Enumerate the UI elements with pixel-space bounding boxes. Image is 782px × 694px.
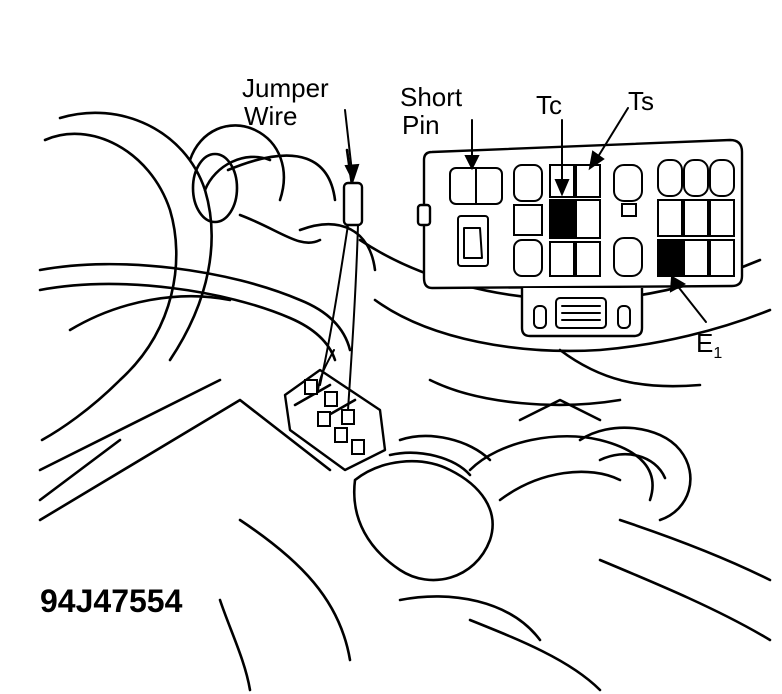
short-pin-label-line1: Short (400, 82, 463, 112)
e1-label-main: E (696, 328, 713, 358)
callout-arrows (344, 107, 707, 323)
tc-label: Tc (536, 90, 562, 120)
e1-label-subscript: 1 (713, 345, 722, 362)
figure-code: 94J47554 (40, 583, 183, 619)
jumper-wire (317, 148, 364, 411)
terminal-e1-highlight (657, 239, 683, 277)
jumper-wire-label-line1: Jumper (242, 73, 329, 103)
diagnostic-connector-detail (416, 138, 744, 338)
engine-bay-background (38, 111, 772, 692)
short-pin-label-line2: Pin (402, 110, 440, 140)
ts-label: Ts (628, 86, 654, 116)
jumper-wire-label-line2: Wire (244, 101, 297, 131)
terminal-tc-highlight (549, 199, 575, 239)
e1-label: E1 (696, 328, 722, 362)
engine-side-connector (283, 368, 494, 582)
